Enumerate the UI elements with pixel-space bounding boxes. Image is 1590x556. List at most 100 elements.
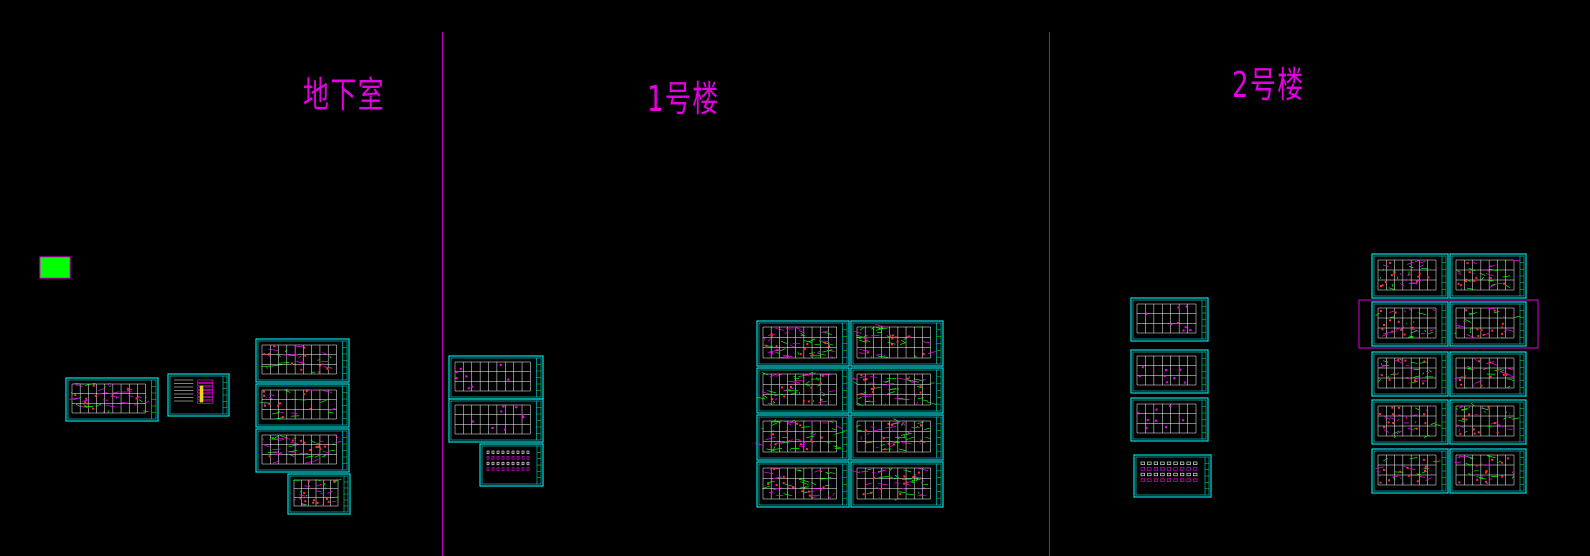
- detail-line: [288, 453, 295, 457]
- drawing-sheet[interactable]: [756, 320, 850, 367]
- column-mark: [1182, 329, 1185, 332]
- column-mark: [315, 445, 318, 448]
- column-mark: [903, 482, 906, 485]
- drawing-sheet[interactable]: [479, 443, 544, 487]
- column-mark: [299, 497, 302, 500]
- detail-line: [78, 405, 89, 409]
- detail-line: [787, 380, 797, 383]
- column-mark: [919, 391, 922, 394]
- column-mark: [873, 476, 876, 479]
- column-mark: [1138, 375, 1141, 378]
- column-mark: [1182, 419, 1185, 422]
- legend-swatch: [197, 386, 213, 390]
- drawing-sheet[interactable]: [1449, 253, 1527, 299]
- column-mark: [1173, 377, 1176, 380]
- column-mark: [864, 429, 867, 432]
- drawing-sheet[interactable]: [1449, 448, 1527, 494]
- drawing-sheet[interactable]: [448, 398, 544, 443]
- legend-swatch: [197, 397, 213, 401]
- column-mark: [1387, 421, 1390, 424]
- detail-line: [1493, 311, 1500, 314]
- table-cell: [526, 467, 530, 471]
- detail-line: [1502, 275, 1511, 278]
- detail-line: [1459, 404, 1466, 409]
- sheet-inner-frame: [1135, 456, 1210, 496]
- drawing-sheet[interactable]: [1371, 448, 1449, 494]
- detail-line: [917, 421, 924, 424]
- drawing-sheet[interactable]: [850, 414, 944, 461]
- drawing-sheet[interactable]: [1371, 399, 1449, 445]
- detail-line: [892, 430, 894, 433]
- drawing-sheet[interactable]: [850, 367, 944, 414]
- table-cell: [1186, 478, 1191, 482]
- drawing-sheet[interactable]: [1133, 454, 1212, 498]
- detail-line: [858, 470, 869, 473]
- column-mark: [862, 493, 865, 496]
- detail-line: [819, 339, 822, 343]
- column-mark: [312, 499, 315, 502]
- drawing-sheet[interactable]: [850, 461, 944, 508]
- drawing-sheet[interactable]: [850, 320, 944, 367]
- drawing-sheet[interactable]: [756, 367, 850, 414]
- detail-line: [767, 390, 777, 394]
- detail-line: [919, 494, 927, 497]
- column-mark: [1424, 469, 1427, 472]
- detail-line: [1468, 267, 1476, 272]
- sheet-frame: [850, 461, 944, 508]
- table-cell: [1166, 478, 1172, 482]
- drawing-sheet[interactable]: [287, 473, 351, 515]
- drawing-sheet[interactable]: [1449, 301, 1527, 347]
- table-cell: [1160, 472, 1165, 477]
- drawing-sheet[interactable]: [1449, 399, 1527, 445]
- detail-line: [1413, 321, 1415, 323]
- detail-line: [1489, 284, 1495, 288]
- column-mark: [502, 405, 505, 408]
- column-mark: [796, 422, 799, 425]
- detail-line: [793, 380, 801, 384]
- column-mark: [1418, 272, 1421, 275]
- drawing-sheet[interactable]: [755, 414, 850, 461]
- detail-line: [763, 394, 768, 399]
- drawing-sheet[interactable]: [1130, 297, 1209, 342]
- detail-line: [763, 344, 773, 348]
- detail-line: [883, 383, 895, 386]
- column-mark: [1473, 279, 1476, 282]
- drawing-sheet[interactable]: [1130, 349, 1209, 394]
- detail-line: [1414, 377, 1421, 380]
- drawing-sheet[interactable]: [167, 373, 230, 417]
- drawing-sheet[interactable]: [1371, 253, 1449, 299]
- detail-line: [894, 497, 899, 501]
- detail-line: [782, 439, 793, 444]
- detail-line: [283, 388, 289, 391]
- column-mark: [1501, 475, 1504, 478]
- detail-line: [1383, 458, 1388, 462]
- column-mark: [859, 393, 862, 396]
- detail-line: [1414, 259, 1421, 263]
- detail-line: [859, 340, 868, 343]
- detail-line: [800, 332, 804, 336]
- drawing-sheet[interactable]: [448, 355, 544, 400]
- detail-line: [858, 352, 865, 354]
- column-mark: [1391, 406, 1394, 409]
- column-mark: [770, 333, 773, 336]
- detail-line: [854, 381, 858, 385]
- detail-line: [1490, 283, 1497, 286]
- drawing-sheet[interactable]: [255, 383, 350, 428]
- drawing-sheet[interactable]: [1371, 351, 1449, 397]
- drawing-sheet[interactable]: [756, 461, 850, 508]
- drawing-sheet[interactable]: [255, 428, 350, 473]
- detail-line: [835, 425, 843, 429]
- drawing-sheet[interactable]: [255, 338, 350, 383]
- drawing-sheet[interactable]: [1130, 397, 1209, 442]
- drawing-sheet[interactable]: [65, 377, 159, 422]
- column-mark: [304, 500, 307, 503]
- detail-line: [906, 493, 914, 495]
- drawing-sheet[interactable]: [1449, 351, 1527, 397]
- drawing-sheet[interactable]: [1371, 301, 1449, 347]
- column-mark: [1458, 379, 1461, 382]
- legend-swatch: [197, 393, 213, 397]
- column-mark: [1177, 306, 1180, 309]
- detail-line: [794, 438, 801, 441]
